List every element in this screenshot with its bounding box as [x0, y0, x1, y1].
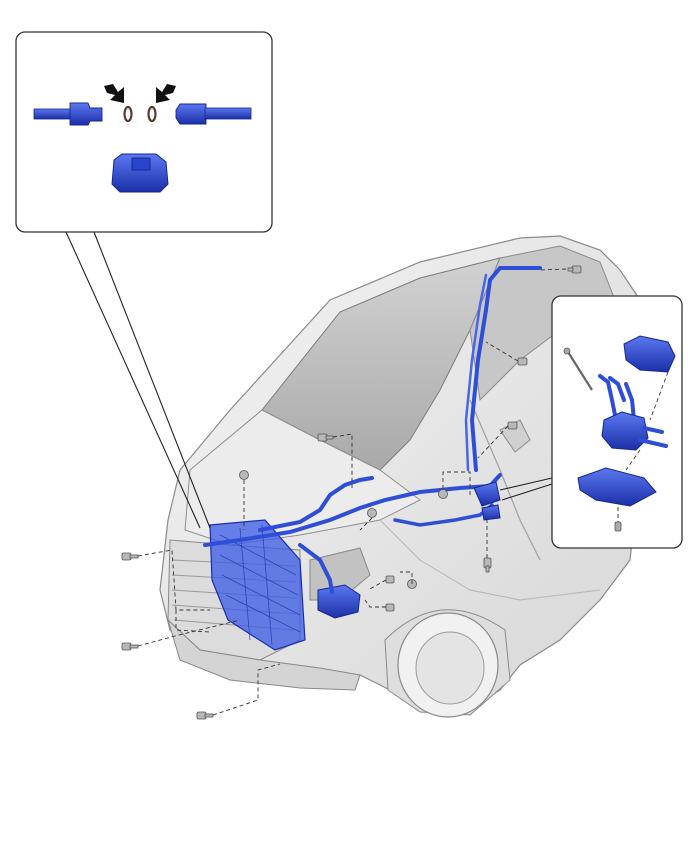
detail-box-assembly [551, 295, 683, 549]
bolt-icon [483, 557, 492, 573]
mounting-bracket [577, 467, 657, 507]
highlighted-parts [203, 266, 542, 651]
bolt-icon [385, 603, 395, 612]
bolt-icon [567, 265, 582, 274]
arrow-icon [156, 84, 176, 103]
bumper [166, 618, 361, 691]
connector-block-slot [131, 157, 151, 171]
right-tube-end-fitting [175, 103, 207, 125]
wheel-rim [415, 631, 485, 705]
bolt-icon [317, 433, 334, 442]
bolt-icon [121, 642, 139, 651]
compressor-assembly [317, 584, 361, 619]
bolt-icon [121, 552, 139, 561]
ac-tube-roof [469, 266, 542, 472]
callout-leaders [65, 231, 553, 529]
valve-body [601, 411, 649, 451]
headlight [309, 547, 371, 601]
screw-icon [614, 521, 622, 532]
o-ring-icon [123, 105, 133, 123]
bolt-head-icon [563, 347, 571, 355]
arrow-icon [104, 84, 124, 103]
nut-icon [239, 470, 249, 480]
top-cover [623, 335, 676, 373]
nut-icon [438, 489, 448, 499]
bolt-icon [507, 421, 518, 430]
bolt-icon [385, 575, 395, 584]
ac-tube-upper [258, 476, 374, 532]
valve-pipes [598, 374, 636, 422]
nut-icon [367, 508, 377, 518]
assembly-leader-lines [617, 371, 669, 522]
valve-outlet [638, 426, 668, 448]
long-bolt-icon [567, 351, 593, 391]
pillar-connector-2 [481, 504, 501, 521]
detail-box-connector [15, 31, 273, 233]
ac-tube-main [203, 473, 502, 547]
fender-line [379, 519, 601, 601]
bolt-icon [517, 357, 528, 366]
detail-box-frame [15, 31, 273, 233]
connector-block [111, 153, 169, 193]
left-tube-end-fitting [69, 102, 103, 126]
dashed-leader-lines [137, 268, 567, 716]
pillar-connector [473, 481, 501, 507]
fasteners [121, 265, 582, 720]
door-line [469, 399, 541, 561]
ac-tube-roof-2 [464, 273, 488, 472]
o-ring-icon [147, 105, 157, 123]
ac-tube-compressor [298, 543, 334, 594]
bolt-icon [196, 711, 214, 720]
right-tube [204, 107, 252, 120]
